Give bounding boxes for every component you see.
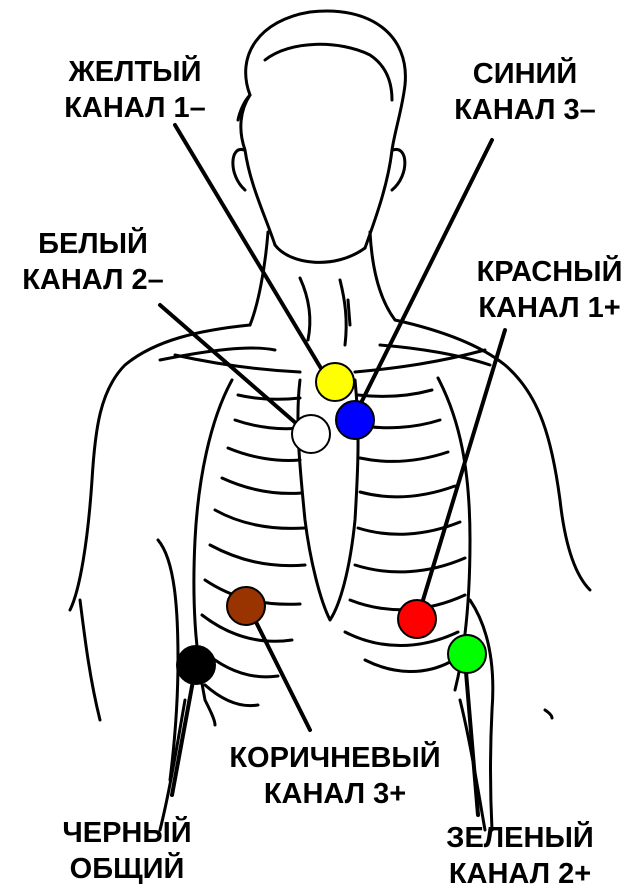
label-black-channel: ОБЩИЙ <box>42 851 212 887</box>
label-black-color: ЧЕРНЫЙ <box>42 815 212 851</box>
label-red-color: КРАСНЫЙ <box>462 254 635 290</box>
electrode-white <box>292 415 330 453</box>
label-brown-color: КОРИЧНЕВЫЙ <box>205 740 465 776</box>
label-yellow-channel: КАНАЛ 1– <box>50 90 220 126</box>
head-outline <box>233 11 406 262</box>
label-white-channel: КАНАЛ 2– <box>8 262 178 298</box>
electrode-black <box>177 646 215 684</box>
label-green-electrode: ЗЕЛЕНЫЙ КАНАЛ 2+ <box>425 820 615 890</box>
label-green-channel: КАНАЛ 2+ <box>425 856 615 890</box>
label-brown-channel: КАНАЛ 3+ <box>205 776 465 812</box>
label-blue-color: СИНИЙ <box>440 56 610 92</box>
leader-line-white <box>160 305 298 425</box>
label-yellow-color: ЖЕЛТЫЙ <box>50 54 220 90</box>
electrode-green <box>448 635 486 673</box>
electrode-blue <box>336 401 374 439</box>
label-yellow-electrode: ЖЕЛТЫЙ КАНАЛ 1– <box>50 54 220 126</box>
electrode-red <box>398 600 436 638</box>
label-black-electrode: ЧЕРНЫЙ ОБЩИЙ <box>42 815 212 887</box>
electrode-brown <box>227 587 265 625</box>
label-white-electrode: БЕЛЫЙ КАНАЛ 2– <box>8 226 178 298</box>
label-red-electrode: КРАСНЫЙ КАНАЛ 1+ <box>462 254 635 326</box>
label-green-color: ЗЕЛЕНЫЙ <box>425 820 615 856</box>
electrode-yellow <box>316 363 354 401</box>
electrodes <box>177 363 486 684</box>
label-red-channel: КАНАЛ 1+ <box>462 290 635 326</box>
label-brown-electrode: КОРИЧНЕВЫЙ КАНАЛ 3+ <box>205 740 465 812</box>
label-blue-channel: КАНАЛ 3– <box>440 92 610 128</box>
label-blue-electrode: СИНИЙ КАНАЛ 3– <box>440 56 610 128</box>
ribs-left <box>202 395 305 706</box>
leader-line-brown <box>250 610 310 730</box>
label-white-color: БЕЛЫЙ <box>8 226 178 262</box>
leader-line-red <box>420 330 505 610</box>
